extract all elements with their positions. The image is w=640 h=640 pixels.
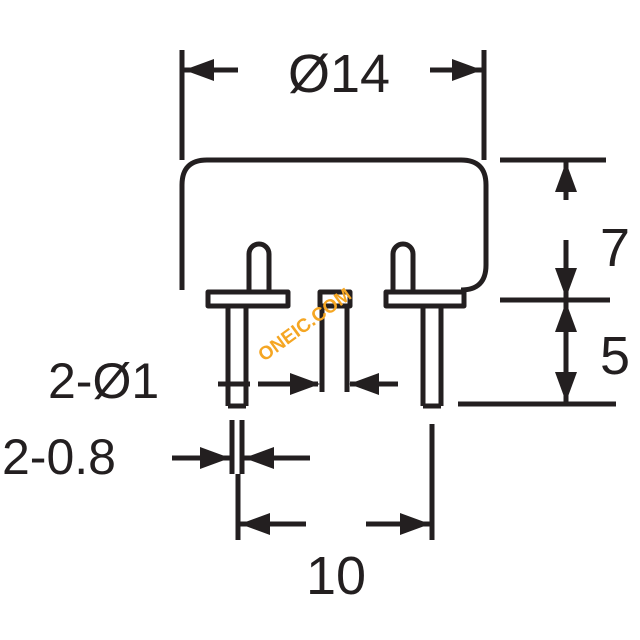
arrowhead-dia-left bbox=[184, 59, 214, 81]
arrowhead-5-down bbox=[555, 372, 577, 402]
arrowhead-thk-left bbox=[244, 447, 274, 469]
diameter-label: Ø14 bbox=[288, 44, 390, 104]
pin-stub-left bbox=[246, 241, 272, 292]
arrowhead-spacing-right bbox=[400, 513, 430, 535]
arrowhead-7-down bbox=[555, 268, 577, 298]
pin-diameter-label: 2-Ø1 bbox=[48, 353, 159, 409]
flange-left bbox=[205, 289, 291, 309]
height-body-label: 7 bbox=[600, 218, 630, 278]
arrowhead-dia1-left bbox=[349, 373, 379, 395]
height-pins-label: 5 bbox=[600, 326, 630, 386]
body-outline bbox=[179, 157, 489, 293]
arrowhead-dia-right bbox=[452, 59, 482, 81]
flange-right bbox=[383, 289, 467, 309]
flange-center bbox=[317, 289, 353, 309]
pin-spacing-label: 10 bbox=[306, 546, 366, 606]
arrowhead-5-up bbox=[555, 302, 577, 332]
arrowhead-spacing-left bbox=[240, 513, 270, 535]
arrowhead-dia1-right bbox=[290, 373, 320, 395]
pin-stub-right bbox=[390, 241, 416, 292]
pin-thickness-label: 2-0.8 bbox=[2, 429, 116, 485]
arrowhead-thk-right bbox=[200, 447, 230, 469]
arrowhead-7-up bbox=[555, 162, 577, 192]
watermark-text: ONEIC.COM bbox=[255, 285, 356, 367]
